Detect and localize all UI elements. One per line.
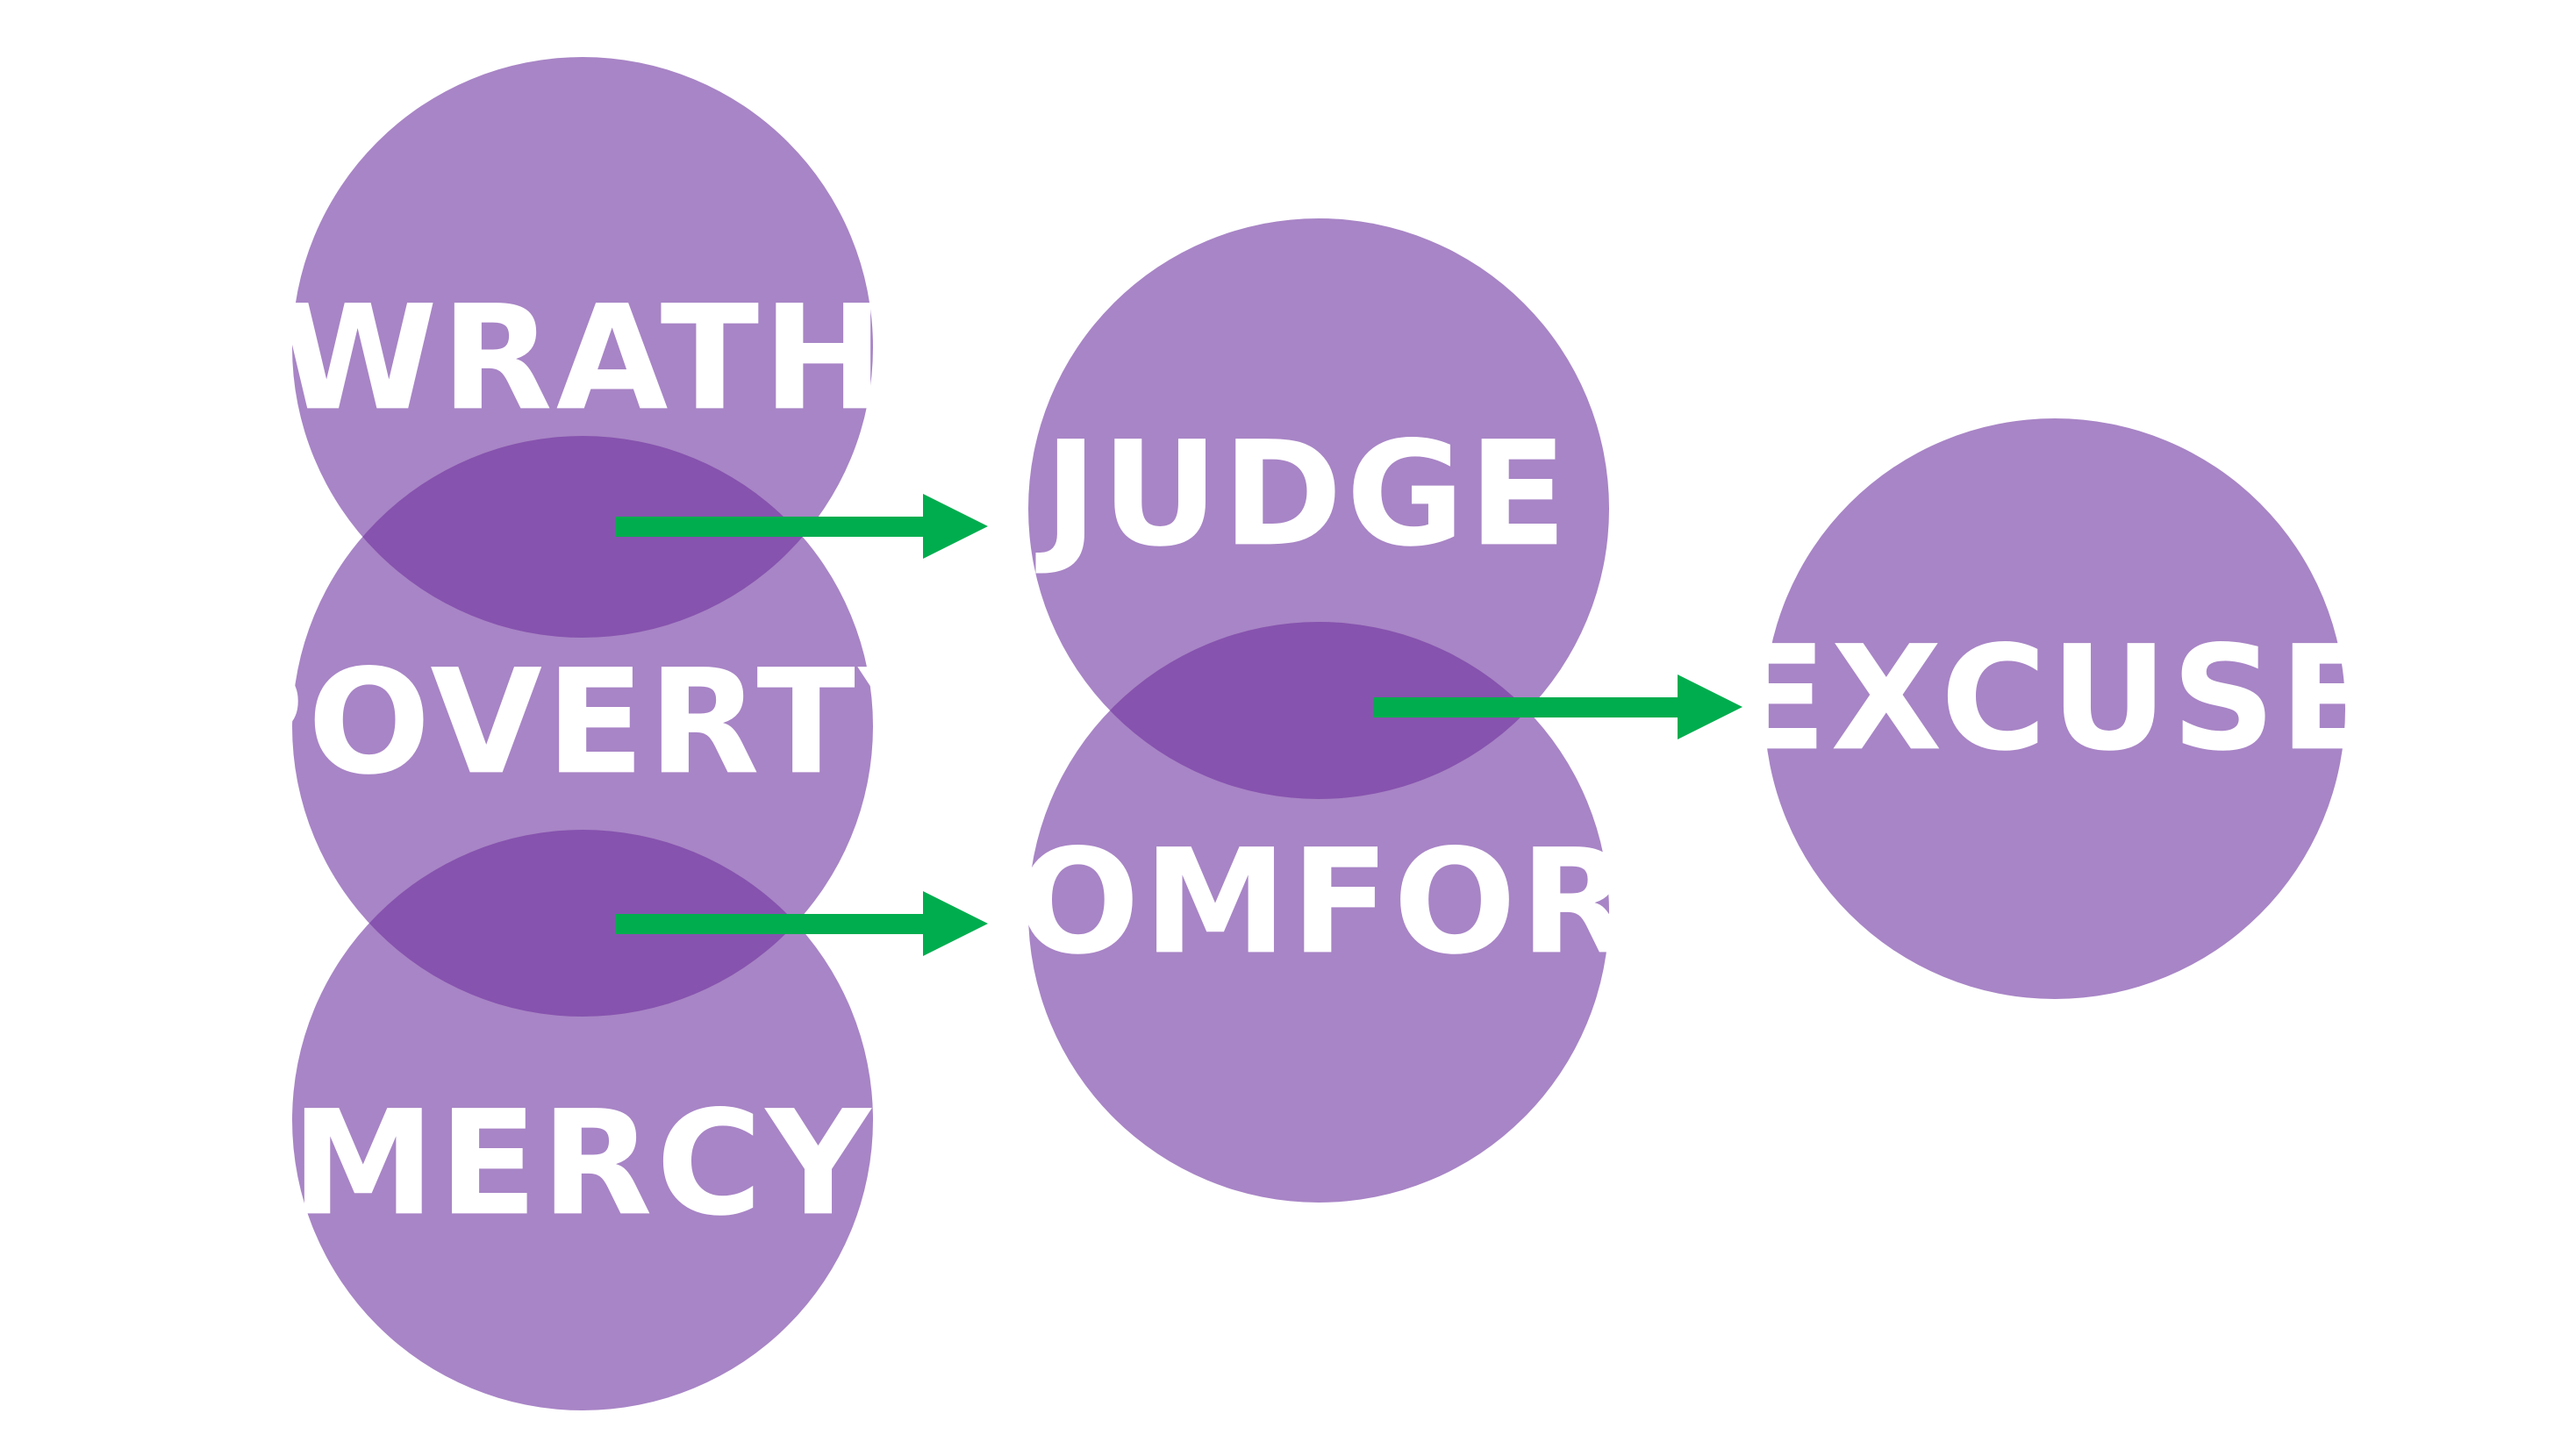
judge-circle bbox=[1028, 218, 1609, 799]
wrath-poverty-overlap bbox=[292, 436, 873, 638]
judge-label: JUDGE bbox=[1035, 410, 1571, 578]
arrow-wrath-poverty-to-judge bbox=[616, 494, 988, 559]
arrow-poverty-mercy-to-comfort bbox=[616, 891, 988, 956]
comfort-circle bbox=[1028, 622, 1609, 1203]
mercy-label: MERCY bbox=[291, 1079, 875, 1247]
arrow-judge-comfort-to-excuse bbox=[1374, 675, 1742, 739]
wrath-label: WRATH bbox=[278, 274, 888, 442]
excuse-circle bbox=[1764, 418, 2345, 999]
poverty-mercy-overlap bbox=[292, 830, 873, 1017]
comfort-label: COMFORT bbox=[907, 817, 1731, 986]
poverty-label: POVERTY bbox=[198, 638, 968, 806]
excuse-label: EXCUSE bbox=[1728, 614, 2382, 782]
